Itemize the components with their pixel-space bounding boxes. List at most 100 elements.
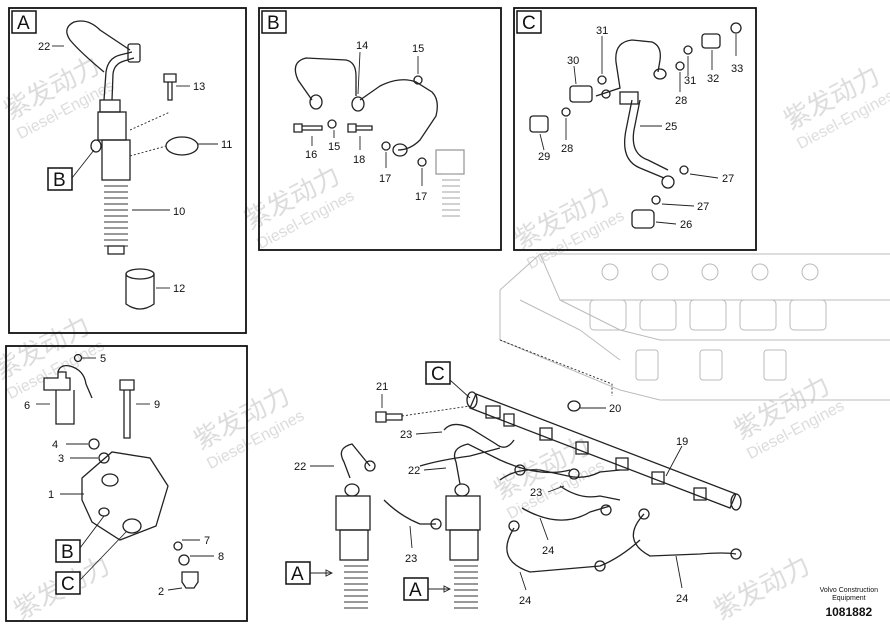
injector-body: [101, 139, 131, 181]
sleeve-top: [125, 268, 155, 280]
pipe-23a: [443, 423, 515, 448]
b-bolt-16: [293, 123, 323, 133]
part-label-31b: 31: [684, 75, 696, 87]
pipe-nut-2: [430, 518, 442, 530]
part-label-8: 8: [218, 551, 224, 563]
pipe-nut-6: [638, 508, 650, 520]
b-injector-ghost: [435, 149, 465, 217]
ref-tag-box-b: [47, 167, 73, 191]
ref-tag-b: B: [53, 170, 66, 191]
part-label-5: 5: [100, 353, 106, 365]
b-washer-17: [381, 141, 391, 151]
b-pipe-mid: [351, 96, 365, 112]
part-label-17: 17: [379, 173, 391, 185]
part-label-30: 30: [567, 55, 579, 67]
pipe-nut-7: [594, 560, 606, 572]
c-washer-28: [675, 61, 685, 71]
pipe-nut-5: [600, 504, 612, 516]
footer-brand-line2: Equipment: [832, 595, 866, 602]
injector-tip: [107, 245, 125, 255]
d-housing-outlet: [122, 518, 142, 534]
rail-end: [466, 391, 478, 409]
leader-c2: [79, 531, 127, 581]
pipe-nut-4: [514, 464, 526, 476]
c-washer-27b: [651, 195, 661, 205]
c-pipe-25b: [632, 99, 669, 171]
panel-a-tag-box: [11, 10, 37, 34]
c-washer-31c: [683, 45, 693, 55]
pipe-22a: [340, 443, 371, 479]
bolt-21: [375, 411, 403, 423]
ref-tag-a2: A: [409, 580, 422, 601]
b-pipe-lower: [359, 79, 438, 151]
part-label-24a: 24: [542, 545, 554, 557]
panel-d-frame: [5, 345, 248, 622]
d-plug-2: [181, 571, 199, 589]
part-label-22: 22: [38, 41, 50, 53]
b-washer-15b: [327, 119, 337, 129]
d-housing-port2: [98, 507, 110, 517]
c-washer-31: [597, 75, 607, 85]
arrow-a1: [310, 569, 334, 577]
injector-spring: [104, 185, 128, 247]
part-label-23a: 23: [400, 429, 412, 441]
part-label-20: 20: [609, 403, 621, 415]
injector-left: [335, 483, 371, 609]
part-label-15: 15: [412, 43, 424, 55]
panel-a-frame: [8, 7, 247, 334]
part-label-29: 29: [538, 151, 550, 163]
d-washer-7: [173, 541, 183, 551]
pipe-loop: [66, 20, 131, 73]
part-label-12: 12: [173, 283, 185, 295]
d-bolt-9: [119, 379, 135, 439]
d-housing-port: [101, 473, 119, 487]
leader-c-main: [449, 379, 471, 399]
engine-block-outline: [499, 253, 890, 401]
pipe-nut-3: [508, 520, 520, 532]
panel-c-frame: [513, 7, 757, 251]
part-label-22a: 22: [294, 461, 306, 473]
pipe-24c: [632, 513, 737, 557]
leader-26: [655, 221, 677, 225]
leader-27: [689, 173, 719, 179]
c-washer-33: [730, 22, 742, 34]
washer-20: [567, 400, 581, 412]
part-label-17b: 17: [415, 191, 427, 203]
part-label-1: 1: [48, 489, 54, 501]
part-label-32: 32: [707, 73, 719, 85]
leader-23d: [547, 485, 565, 493]
part-label-15b: 15: [328, 141, 340, 153]
part-label-13: 13: [193, 81, 205, 93]
injector-top: [99, 99, 121, 113]
ref-tag-a1: A: [291, 564, 304, 585]
part-label-3: 3: [58, 453, 64, 465]
bolt: [163, 73, 177, 101]
injector-right: [445, 483, 481, 609]
d-oring-8: [178, 554, 190, 566]
part-label-26: 26: [680, 219, 692, 231]
pipe-23d: [499, 469, 621, 481]
part-label-23c: 23: [405, 553, 417, 565]
leader-b2: [79, 515, 105, 549]
c-washer-31b: [601, 89, 611, 99]
part-label-14: 14: [356, 40, 368, 52]
panel-a-tag: A: [17, 13, 30, 34]
ref-tag-box-c2: [55, 571, 81, 595]
d-sensor-6: [43, 371, 75, 425]
ref-tag-c-main: C: [431, 364, 445, 385]
pipe-nut-9: [568, 468, 580, 480]
c-washer-28b: [561, 107, 571, 117]
leader-24a: [539, 517, 549, 541]
part-label-23d: 23: [530, 487, 542, 499]
ref-tag-c2: C: [61, 574, 75, 595]
b-washer-15: [413, 75, 423, 85]
leader-2: [167, 587, 183, 591]
leader-24c: [675, 555, 683, 589]
c-banjo-30: [569, 85, 593, 103]
d-cable: [57, 364, 93, 399]
fuel-rail: [469, 393, 737, 509]
arrow-a2: [428, 585, 452, 593]
pipe-nut-1: [364, 460, 376, 472]
c-pipe-25: [623, 99, 665, 179]
